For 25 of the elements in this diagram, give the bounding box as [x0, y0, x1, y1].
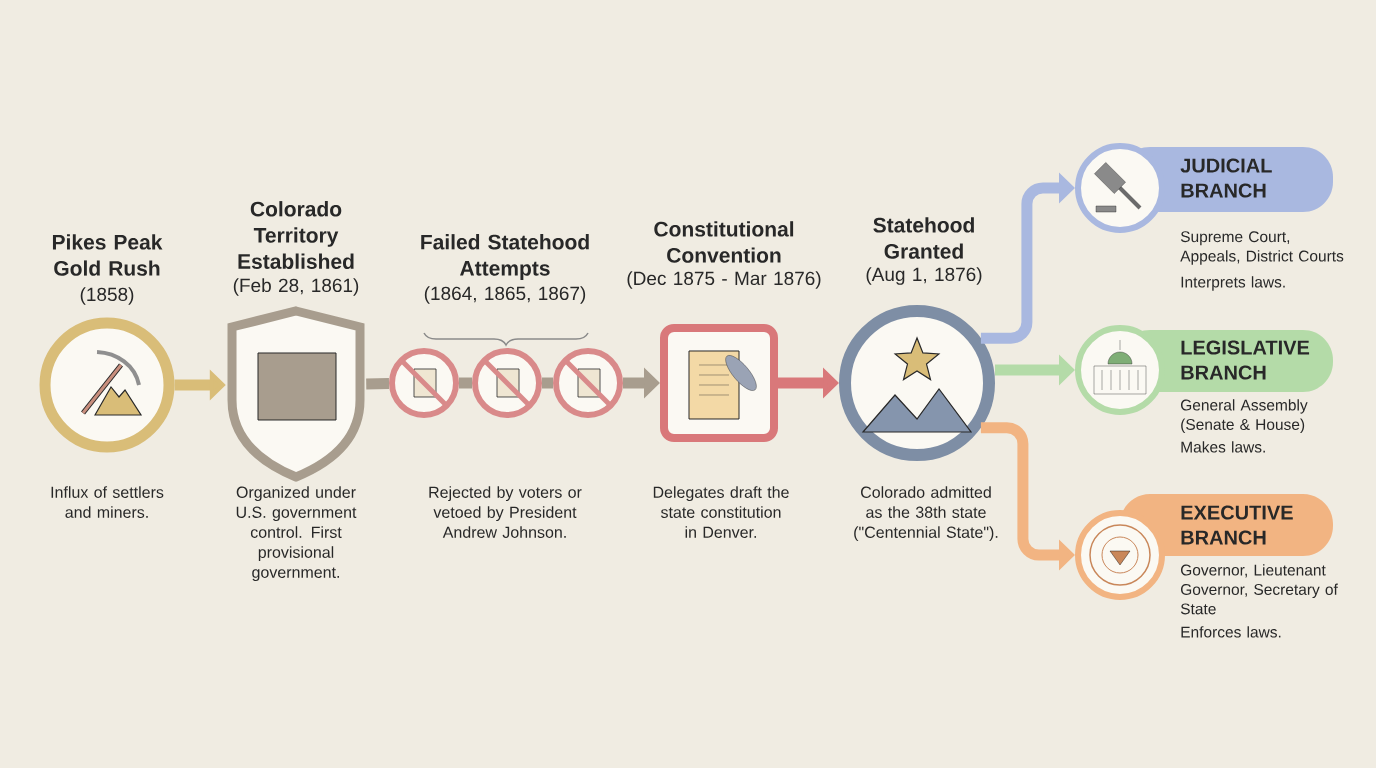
description: Governor, Lieutenant Governor, Secretary of State — [1180, 564, 1338, 615]
description: Enforces laws. — [1181, 626, 1281, 638]
description: Organized under U.S. government control. First provisional government. — [236, 486, 357, 582]
date-text: (Feb 28, 1861) — [233, 278, 359, 296]
connector-bar — [459, 377, 472, 389]
date-text: (1858) — [80, 287, 134, 305]
heading: Statehood Granted — [873, 217, 974, 259]
heading: Pikes Peak Gold Rush — [52, 234, 163, 276]
connector-bar — [542, 377, 553, 389]
description: Colorado admitted as the 38th state ("Centennial State"). — [854, 486, 998, 542]
arrow — [980, 172, 1075, 344]
connector-bar — [366, 378, 390, 390]
description: Supreme Court, Appeals, District Courts — [1180, 231, 1344, 265]
description: Interprets laws. — [1181, 276, 1285, 291]
heading: Colorado Territory Established — [238, 201, 354, 269]
date-text: (1864, 1865, 1867) — [424, 286, 586, 304]
description: Rejected by voters or vetoed by President Andrew Johnson. — [429, 486, 582, 538]
description: Makes laws. — [1181, 441, 1265, 453]
description: General Assembly (Senate & House) — [1181, 399, 1308, 434]
date-text: (Aug 1, 1876) — [866, 267, 982, 285]
date-text: (Dec 1875 - Mar 1876) — [627, 271, 821, 289]
description: Delegates draft the state constitution in Denver. — [653, 486, 789, 538]
heading: Constitutional Convention — [654, 221, 794, 263]
heading: Failed Statehood Attempts — [421, 234, 589, 280]
description: Influx of settlers and miners. — [51, 486, 164, 518]
